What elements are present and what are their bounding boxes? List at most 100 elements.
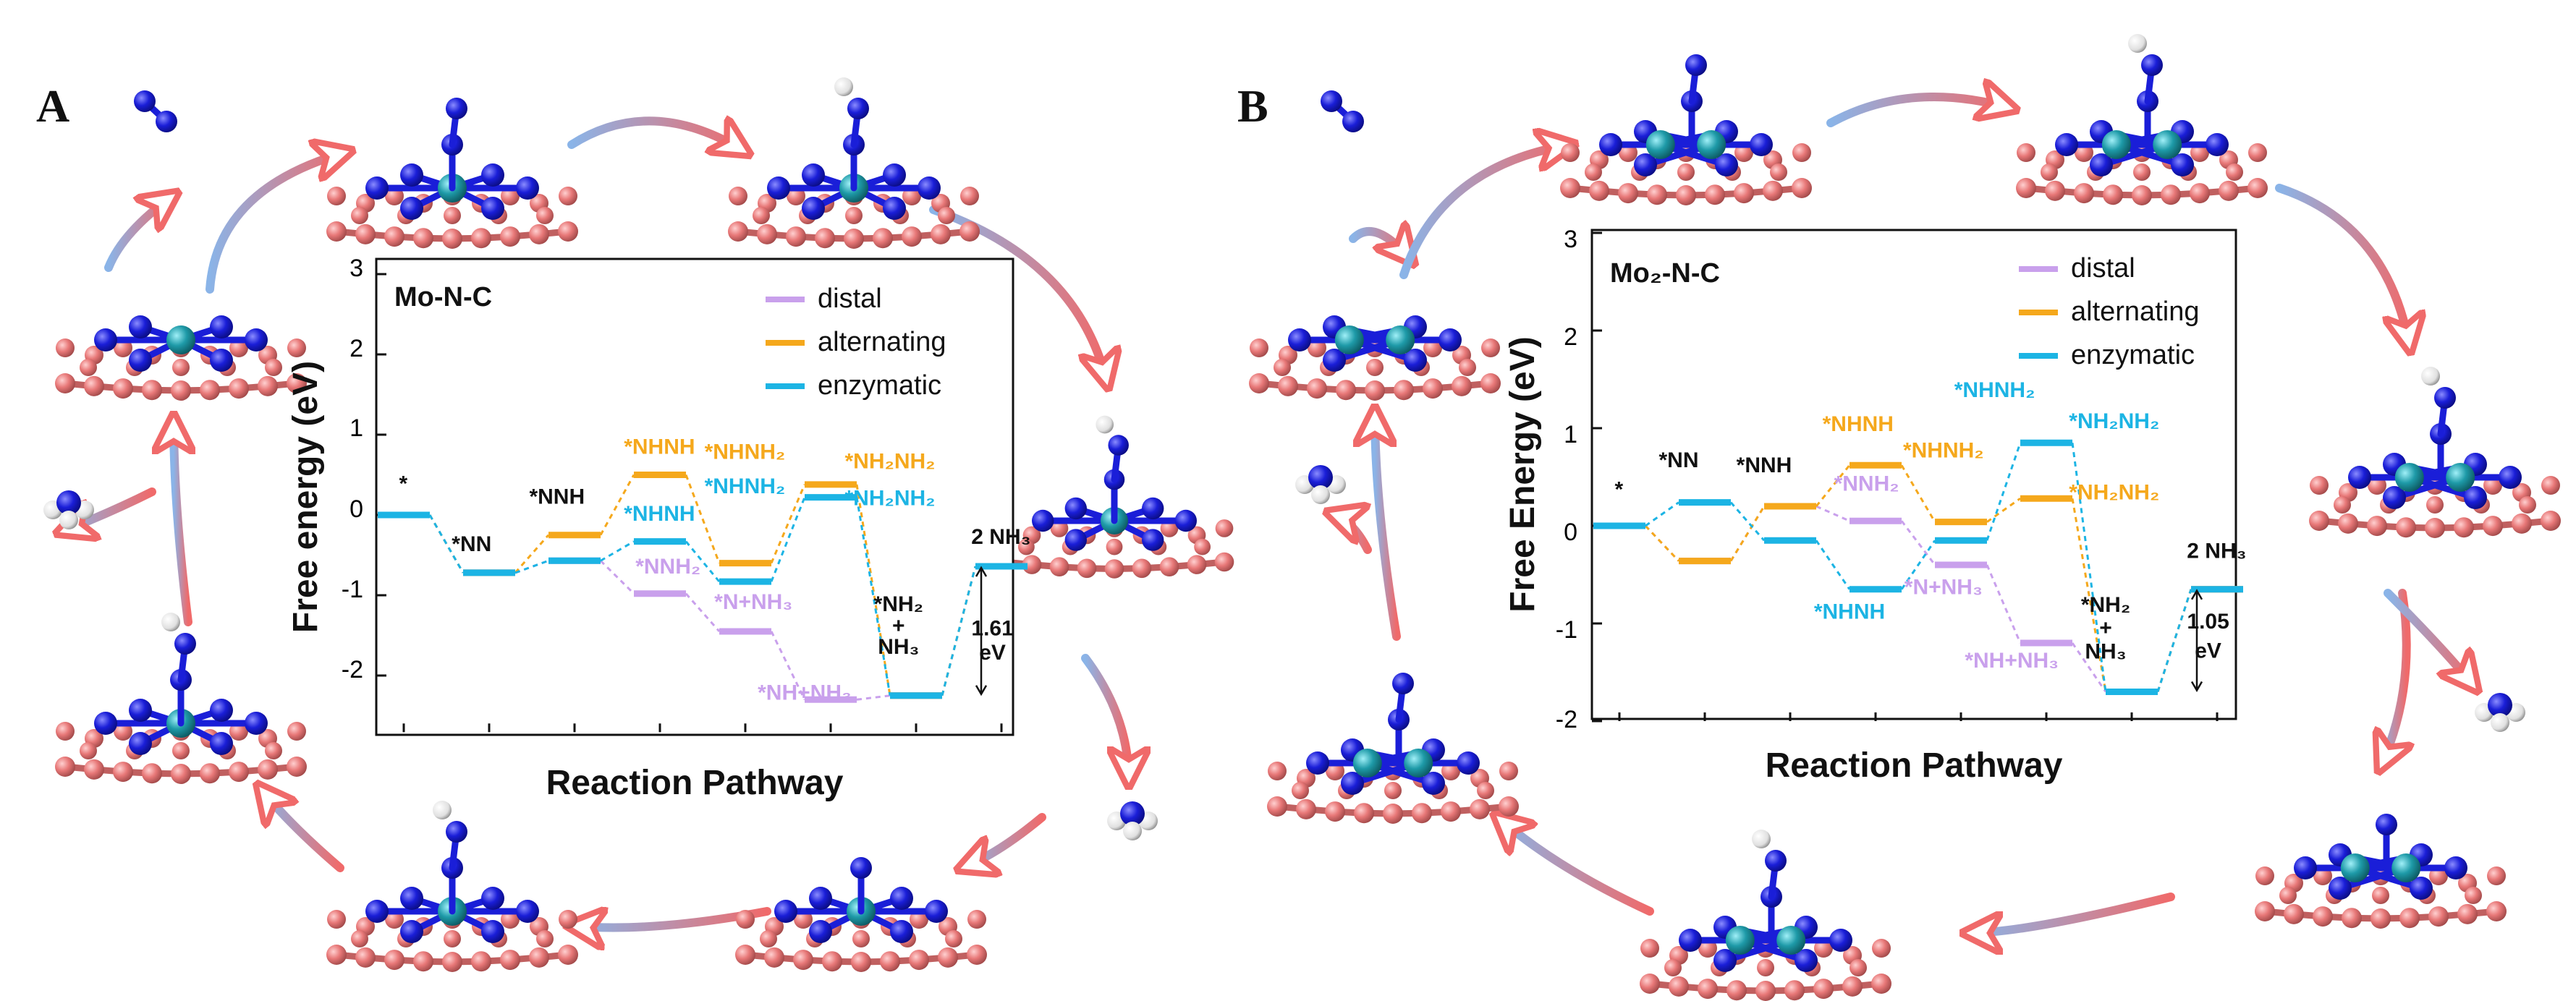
- atom: [1386, 325, 1415, 354]
- atom: [1325, 801, 1345, 822]
- atom: [2219, 180, 2239, 201]
- legend: distal alternating enzymatic: [766, 284, 946, 401]
- atom: [1439, 328, 1462, 352]
- atom: [351, 930, 368, 947]
- series-lines: [378, 472, 1028, 703]
- atom: [210, 699, 233, 722]
- step-label: +: [2099, 616, 2112, 640]
- atom: [1589, 180, 1609, 201]
- n2-molecule: [134, 90, 177, 132]
- atom: [444, 930, 461, 947]
- cycle-arrow: [1968, 893, 2175, 933]
- atom: [516, 176, 539, 200]
- cycle-arrow: [1399, 145, 1570, 279]
- atom: [2161, 184, 2181, 205]
- atom: [1770, 163, 1787, 181]
- step-connector: [514, 534, 550, 574]
- atom: [200, 380, 220, 401]
- atom: [1323, 349, 1346, 372]
- atom: [2464, 486, 2487, 509]
- atom: [1342, 111, 1364, 132]
- step-label: *N+NH₃: [714, 590, 792, 614]
- nh3-molecule: [2475, 693, 2525, 732]
- bracket-arrowhead: [975, 566, 988, 577]
- atom: [852, 930, 870, 947]
- atom: [2394, 463, 2424, 492]
- catalyst-structure: [1560, 54, 1812, 205]
- atom: [351, 207, 368, 224]
- cycle-arrow: [104, 195, 174, 272]
- atom: [326, 221, 347, 242]
- step-label: *NH₂NH₂: [2069, 409, 2159, 433]
- x-axis-label: Reaction Pathway: [1766, 746, 2063, 785]
- atom: [94, 328, 117, 352]
- step-label: *: [399, 472, 408, 496]
- atom: [446, 821, 467, 843]
- atom: [210, 315, 233, 338]
- atom: [1336, 380, 1356, 401]
- atom: [355, 223, 376, 244]
- atom: [1341, 772, 1364, 795]
- atom: [1249, 373, 1269, 393]
- atom: [171, 764, 191, 784]
- atom: [1132, 558, 1152, 579]
- atom: [1725, 926, 1755, 955]
- energy-diagram-mo2-n-c: Mo₂-N-C Reaction Pathway Free Energy (eV…: [1504, 226, 2247, 785]
- atom: [822, 951, 842, 972]
- atom: [1096, 415, 1114, 434]
- atom: [1776, 926, 1806, 955]
- catalyst-structure: [994, 415, 1234, 579]
- atom: [1813, 979, 1834, 1000]
- atom: [1457, 751, 1480, 775]
- catalyst-structure: [2016, 34, 2268, 205]
- atom: [529, 223, 549, 244]
- atom: [2074, 183, 2094, 204]
- y-tick-label: 2: [349, 335, 363, 362]
- atom: [1480, 373, 1501, 393]
- step-label: *NHNH₂: [705, 474, 786, 498]
- atom: [1795, 949, 1818, 972]
- step-label: 1.61: [971, 617, 1013, 641]
- atom: [327, 187, 346, 205]
- atom: [851, 952, 871, 972]
- atom: [925, 900, 948, 923]
- atom: [1792, 143, 1811, 162]
- atom: [2171, 153, 2194, 176]
- atom: [890, 920, 913, 943]
- plot-frame: [1590, 229, 2237, 720]
- atom: [1123, 822, 1142, 840]
- catalyst-structure: [735, 857, 987, 972]
- atom: [471, 228, 491, 249]
- step-connector: [599, 474, 635, 536]
- step-label: *NN: [452, 532, 491, 556]
- atom: [2255, 866, 2274, 885]
- y-tick-label: 2: [1564, 323, 1577, 351]
- atom: [2190, 183, 2210, 204]
- atom: [1697, 130, 1726, 159]
- panel-label-a: A: [36, 80, 69, 132]
- atom: [287, 373, 307, 393]
- step-connector: [770, 484, 806, 564]
- atom: [287, 757, 307, 777]
- atom: [2367, 516, 2387, 537]
- cycle-arrow: [1375, 412, 1401, 641]
- atom: [2488, 693, 2512, 717]
- atom: [1142, 529, 1164, 551]
- atom: [1311, 485, 1330, 504]
- y-tick-label: 1: [1564, 421, 1577, 448]
- atom: [2132, 185, 2152, 205]
- step-label: *NNH₂: [1834, 472, 1899, 495]
- atom: [558, 221, 578, 242]
- atom: [1499, 762, 1518, 780]
- atom: [2206, 133, 2229, 156]
- atom: [2141, 54, 2163, 76]
- atom: [55, 757, 75, 777]
- atom: [200, 763, 220, 784]
- atom: [764, 947, 784, 968]
- atom: [2391, 853, 2421, 882]
- step-connector: [600, 540, 635, 562]
- step-connector: [2071, 443, 2107, 692]
- atom: [1677, 163, 1695, 181]
- atom: [2426, 496, 2444, 514]
